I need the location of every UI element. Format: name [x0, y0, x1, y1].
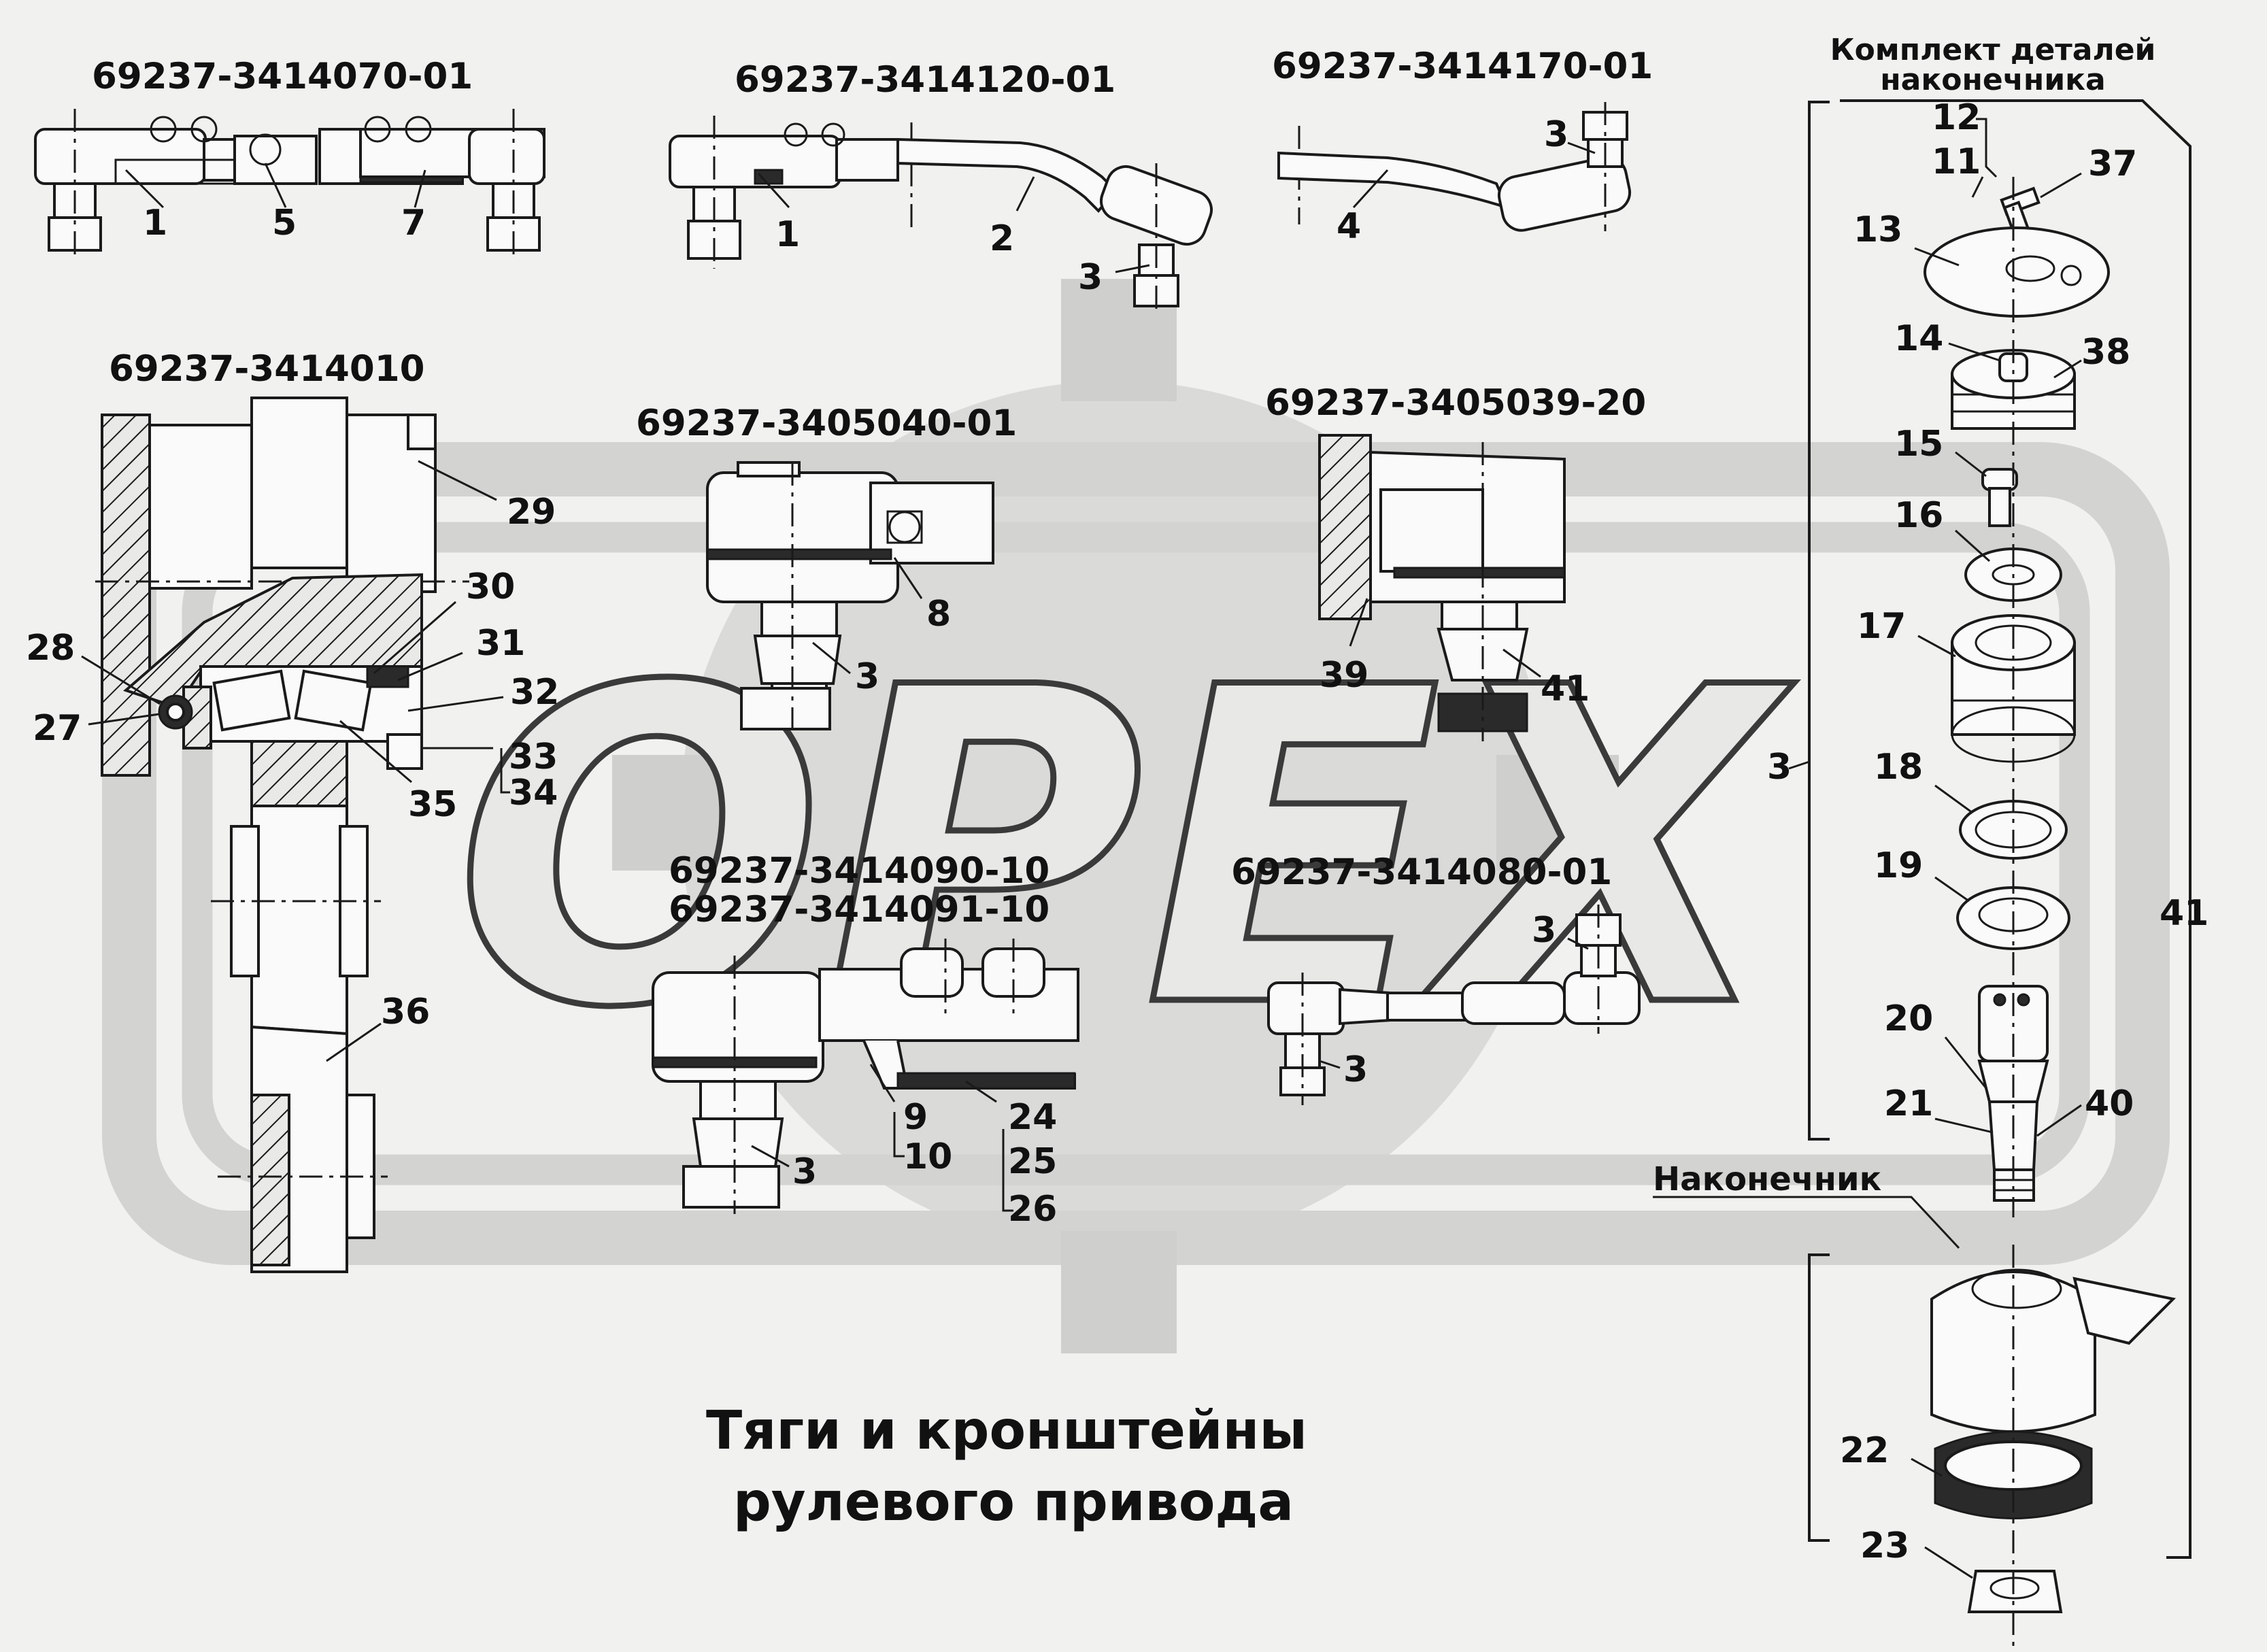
- callout-part-35: 35: [408, 784, 457, 825]
- assembly-code-3414091: 69237-3414091-10: [669, 889, 1049, 930]
- drawing-tie-rod-3414070: [34, 109, 545, 258]
- callout-part-27: 27: [33, 708, 82, 749]
- callout-part-4: 4: [1337, 206, 1361, 247]
- kit-callout-part-38: 38: [2081, 332, 2130, 373]
- assembly-code-3405039: 69237-3405039-20: [1265, 382, 1646, 424]
- callout-part-33: 33: [509, 737, 558, 777]
- leader-lines-3414010: [81, 460, 510, 1062]
- leader-lines-3414070: [124, 163, 426, 209]
- callout-part-26: 26: [1008, 1189, 1057, 1230]
- callout-part-32: 32: [510, 672, 559, 713]
- callout-part-1: 1: [143, 203, 167, 243]
- leader-lines-3414080: [1319, 937, 1589, 1069]
- kit-callout-part-17: 17: [1857, 606, 1906, 647]
- kit-callout-part-40: 40: [2085, 1083, 2134, 1124]
- callout-part-10: 10: [903, 1136, 952, 1177]
- callout-part-25: 25: [1008, 1141, 1057, 1182]
- callout-part-5: 5: [272, 203, 297, 243]
- callout-part-36: 36: [381, 992, 430, 1032]
- kit-callout-part-11: 11: [1932, 141, 1981, 182]
- kit-callout-part-12: 12: [1932, 97, 1981, 138]
- callout-part-9: 9: [903, 1097, 928, 1138]
- drawing-bracket-3414010: [95, 397, 469, 1273]
- kit-callout-part-19: 19: [1874, 845, 1923, 886]
- assembly-code-3414010: 69237-3414010: [109, 348, 425, 390]
- kit-callout-part-37: 37: [2088, 144, 2137, 184]
- assembly-code-3414070: 69237-3414070-01: [92, 56, 473, 97]
- assembly-code-3414090: 69237-3414090-10: [669, 850, 1049, 892]
- kit-callout-part-14: 14: [1894, 318, 1943, 359]
- kit-leader-lines: [1653, 172, 2082, 1579]
- kit-callout-part-22: 22: [1840, 1430, 1889, 1471]
- kit-title-line2: наконечника: [1880, 63, 2105, 97]
- diagram-title-line2: рулевого привода: [733, 1472, 1294, 1533]
- kit-callout-part-13: 13: [1853, 209, 1902, 250]
- kit-callout-part-18: 18: [1874, 747, 1923, 788]
- callout-part-30: 30: [466, 567, 515, 607]
- callout-part-28: 28: [26, 628, 75, 669]
- diagram-title-line1: Тяги и кронштейны: [706, 1400, 1307, 1462]
- leader-lines-3414170: [1352, 141, 1596, 209]
- drawing-tie-rod-end-3405039: [1318, 434, 1566, 741]
- kit-callout-part-20: 20: [1884, 998, 1933, 1039]
- leader-lines-3414090: [751, 1064, 1013, 1212]
- callout-part-31: 31: [476, 623, 525, 664]
- drawing-tie-rod-3414090: [652, 939, 1079, 1214]
- assembly-code-3414170: 69237-3414170-01: [1272, 46, 1653, 87]
- callout-part-3: 3: [792, 1151, 817, 1192]
- callout-part-3: 3: [1532, 910, 1556, 951]
- callout-part-8: 8: [926, 594, 951, 635]
- callout-part-3: 3: [1343, 1049, 1368, 1090]
- callout-part-3: 3: [1544, 114, 1568, 155]
- leader-lines-3405039: [1349, 598, 1541, 678]
- drawing-tie-rod-end-3405040: [706, 461, 994, 735]
- kit-tip-label: Наконечник: [1653, 1160, 1881, 1198]
- assembly-code-3414080: 69237-3414080-01: [1231, 852, 1612, 893]
- kit-bracket-label-41: 41: [2160, 893, 2209, 934]
- callout-part-1: 1: [775, 214, 800, 255]
- callout-part-3: 3: [1078, 257, 1103, 298]
- kit-callout-part-21: 21: [1884, 1083, 1933, 1124]
- kit-part-drawings: [1924, 118, 2177, 1646]
- leader-lines-3414120: [757, 172, 1150, 273]
- callout-part-34: 34: [509, 773, 558, 813]
- kit-title-line1: Комплект деталей: [1830, 33, 2156, 67]
- kit-callout-part-16: 16: [1894, 495, 1943, 536]
- callout-part-2: 2: [990, 218, 1014, 259]
- callout-part-39: 39: [1320, 655, 1368, 696]
- callout-part-29: 29: [507, 492, 556, 533]
- kit-callout-part-23: 23: [1860, 1525, 1909, 1566]
- drawing-tie-rod-3414170: [1277, 102, 1632, 232]
- callout-part-24: 24: [1008, 1097, 1057, 1138]
- assembly-code-3414120: 69237-3414120-01: [735, 59, 1115, 101]
- kit-bracket-label-3: 3: [1767, 747, 1792, 788]
- callout-part-41: 41: [1541, 669, 1590, 709]
- leader-lines-3405040: [812, 557, 923, 675]
- kit-callout-part-15: 15: [1894, 424, 1943, 465]
- kit-brackets: [1788, 99, 2192, 1559]
- drawing-tie-rod-3414080: [1267, 905, 1641, 1105]
- callout-part-7: 7: [401, 203, 426, 243]
- callout-part-3: 3: [855, 656, 879, 697]
- assembly-code-3405040: 69237-3405040-01: [636, 403, 1017, 444]
- drawing-tie-rod-3414120: [669, 116, 1213, 313]
